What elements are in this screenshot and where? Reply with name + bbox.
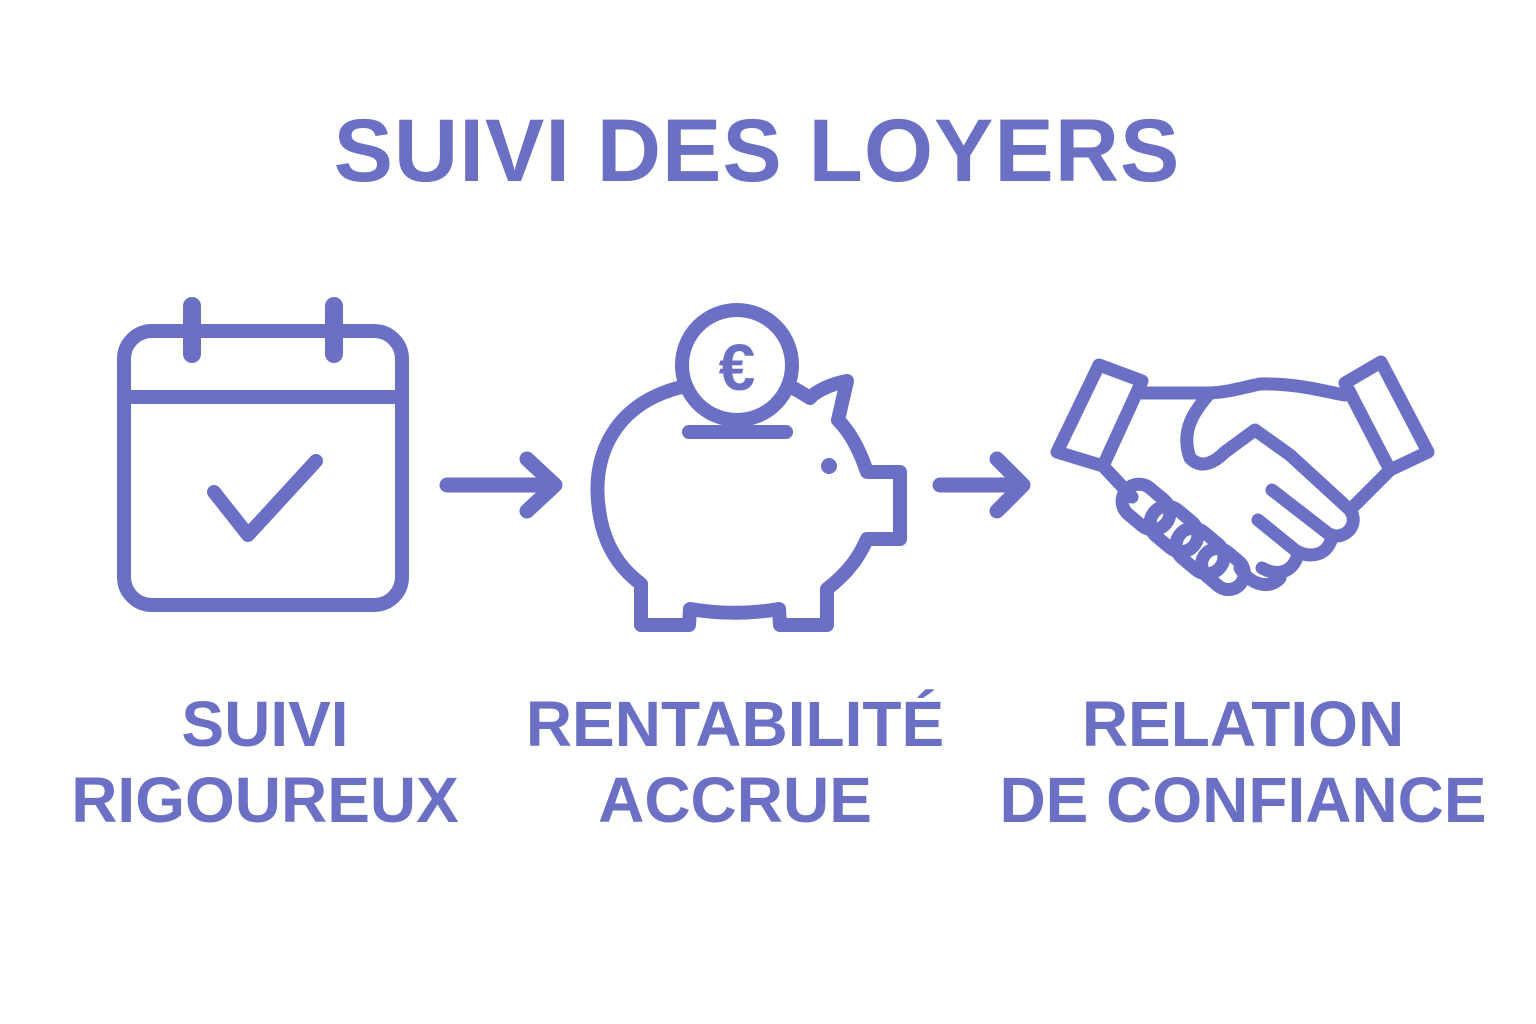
piggy-bank-euro-icon: € [590, 303, 907, 632]
step-label-line2: ACCRUE [598, 764, 872, 836]
arrow-right-icon [439, 451, 563, 519]
euro-sign: € [719, 330, 756, 404]
step-label-line2: DE CONFIANCE [999, 764, 1487, 836]
arrow-right-icon [932, 451, 1031, 519]
step-label-line1: RENTABILITÉ [525, 688, 945, 760]
step-label-relation-de-confiance: RELATION DE CONFIANCE [983, 686, 1503, 838]
step-label-line1: RELATION [1081, 688, 1405, 760]
step-label-rentabilite-accrue: RENTABILITÉ ACCRUE [505, 686, 965, 838]
step-label-line2: RIGOUREUX [71, 764, 459, 836]
step-label-suivi-rigoureux: SUIVI RIGOUREUX [65, 686, 465, 838]
calendar-check-icon [117, 297, 409, 612]
step-label-line1: SUIVI [181, 688, 349, 760]
handshake-icon [1050, 355, 1435, 596]
diagram-title: SUIVI DES LOYERS [333, 100, 1181, 200]
